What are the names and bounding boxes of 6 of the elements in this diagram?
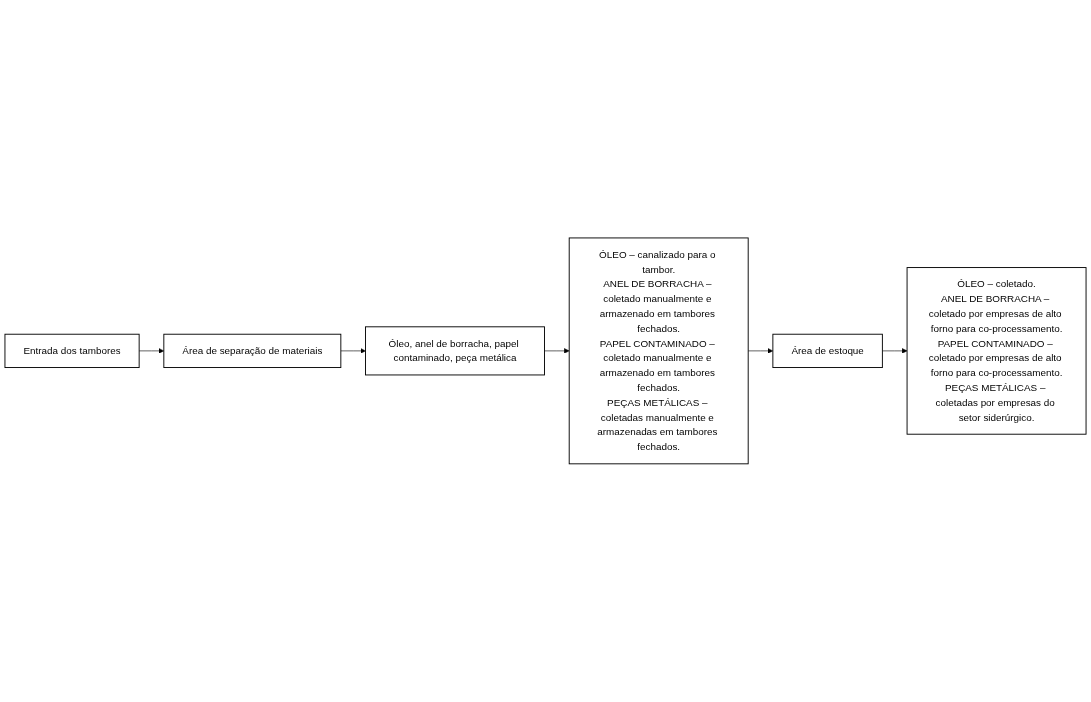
node-box: Área de estoque	[772, 333, 883, 369]
node-box: Área de separação de materiais	[163, 333, 342, 369]
node-box: Óleo, anel de borracha, papel contaminado, peça metálica	[365, 326, 545, 376]
node-box: Entrada dos tambores	[4, 333, 140, 369]
node-box: ÓLEO – coletado. ANEL DE BORRACHA – coletado por empresas de alto forno para co-processamento. PAPEL CONTAMINADO – coletado por empresas de alto forno para co-processamento. PEÇAS METÁLICAS – coletadas por empresas do setor siderúrgico.	[906, 267, 1087, 435]
node-box: ÓLEO – canalizado para o tambor. ANEL DE BORRACHA – coletado manualmente e armazenado em tambores fechados. PAPEL CONTAMINADO – coletado manualmente e armazenado em tambores fechados. PEÇAS METÁLICAS – coletadas manualmente e armazenadas em tambores fechados.	[568, 237, 749, 465]
